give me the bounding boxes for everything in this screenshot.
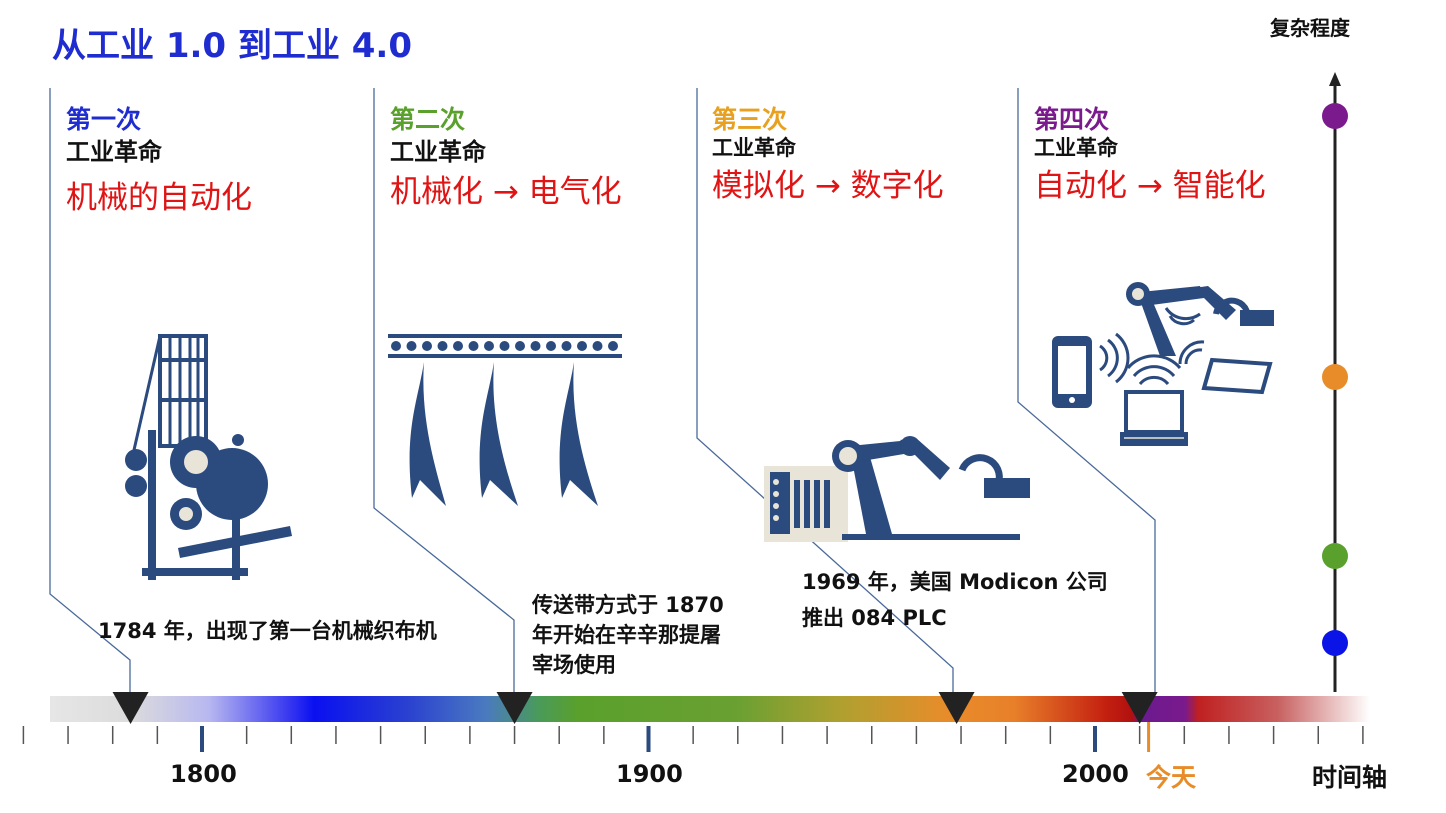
- revolution-2-ordinal: 第二次: [390, 105, 466, 134]
- conveyor-roller: [391, 341, 401, 351]
- note-line: 1969 年，美国 Modicon 公司: [802, 570, 1108, 594]
- milestone-triangle: [1121, 692, 1158, 724]
- conveyor-roller: [530, 341, 541, 351]
- revolution-1-label: 工业革命: [66, 138, 162, 166]
- complexity-dot: [1322, 630, 1348, 656]
- conveyor-roller: [484, 341, 494, 351]
- smart-devices-icon: [1052, 282, 1274, 446]
- note-1870: 传送带方式于 1870 年开始在辛辛那提屠 宰场使用: [532, 590, 724, 680]
- revolution-4-ordinal: 第四次: [1034, 105, 1110, 134]
- note-line: 宰场使用: [532, 653, 616, 677]
- complexity-dot: [1322, 543, 1348, 569]
- revolution-2-label: 工业革命: [390, 138, 486, 166]
- complexity-axis-label: 复杂程度: [1270, 16, 1350, 40]
- conveyor-roller: [608, 341, 618, 351]
- year-label-2000: 2000: [1062, 760, 1129, 788]
- page-title: 从工业 1.0 到工业 4.0: [52, 26, 412, 66]
- revolution-3-theme: 模拟化 → 数字化: [712, 168, 944, 204]
- revolution-3-ordinal: 第三次: [712, 105, 788, 134]
- revolution-3-label: 工业革命: [712, 136, 796, 160]
- conveyor-roller: [437, 341, 448, 351]
- year-label-1800: 1800: [170, 760, 237, 788]
- leader-lines: [49, 88, 1156, 692]
- revolution-2-theme: 机械化 → 电气化: [390, 174, 622, 210]
- conveyor-roller: [422, 341, 432, 351]
- timeline-ticks: [22, 726, 1364, 752]
- conveyor-roller: [453, 341, 463, 351]
- revolution-1-ordinal: 第一次: [66, 105, 142, 134]
- milestone-markers: [112, 692, 1158, 724]
- loom-icon: [125, 334, 292, 580]
- robot-arm-plc-icon: [764, 436, 1030, 542]
- revolution-4-theme: 自动化 → 智能化: [1034, 168, 1266, 204]
- note-line: 传送带方式于 1870: [532, 593, 724, 617]
- conveyor-roller: [546, 341, 556, 351]
- complexity-dots: [1322, 103, 1348, 656]
- milestone-triangle: [112, 692, 149, 724]
- conveyor-roller: [515, 341, 525, 351]
- milestone-triangle: [496, 692, 533, 724]
- today-label: 今天: [1146, 763, 1197, 792]
- time-axis-label: 时间轴: [1312, 763, 1388, 792]
- conveyor-icon: [388, 334, 622, 506]
- note-line: 年开始在辛辛那提屠: [532, 623, 721, 647]
- conveyor-roller: [406, 341, 417, 351]
- complexity-arrowhead: [1329, 72, 1341, 86]
- note-line: 1784 年，出现了第一台机械织布机: [98, 619, 437, 643]
- conveyor-roller: [468, 341, 479, 351]
- conveyor-roller: [499, 341, 510, 351]
- milestone-triangle: [938, 692, 975, 724]
- year-label-1900: 1900: [616, 760, 683, 788]
- note-1969: 1969 年，美国 Modicon 公司 推出 084 PLC: [802, 564, 1108, 636]
- conveyor-roller: [561, 341, 572, 351]
- complexity-dot: [1322, 103, 1348, 129]
- conveyor-roller: [592, 341, 603, 351]
- timeline-bar: [50, 696, 1370, 722]
- note-1784: 1784 年，出现了第一台机械织布机: [98, 616, 437, 646]
- conveyor-roller: [577, 341, 587, 351]
- revolution-4-label: 工业革命: [1034, 136, 1118, 160]
- note-line: 推出 084 PLC: [802, 606, 947, 630]
- revolution-1-theme: 机械的自动化: [66, 180, 252, 216]
- complexity-dot: [1322, 364, 1348, 390]
